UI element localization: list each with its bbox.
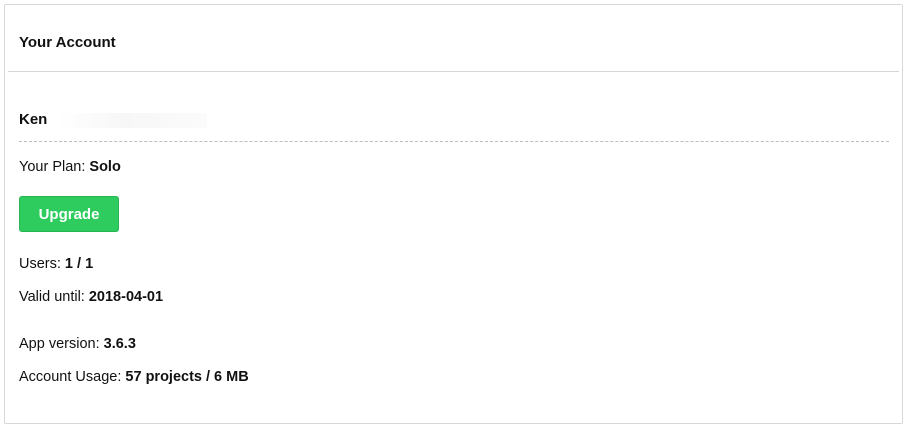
users-value: 1 / 1 bbox=[64, 256, 94, 272]
users-label: Users: bbox=[19, 256, 65, 272]
plan-label: Your Plan: bbox=[19, 159, 90, 175]
plan-value: Solo bbox=[89, 159, 121, 175]
account-panel: Your Account Ken Your Plan: Solo Upgrade… bbox=[4, 4, 903, 424]
user-divider bbox=[19, 141, 889, 142]
redacted-name-region bbox=[57, 113, 207, 128]
header-divider bbox=[8, 71, 899, 72]
app-version-label: App version: bbox=[19, 336, 104, 352]
valid-until-label: Valid until: bbox=[19, 289, 89, 305]
users-line: Users: 1 / 1 bbox=[19, 256, 93, 272]
user-row: Ken bbox=[19, 111, 889, 141]
app-version-value: 3.6.3 bbox=[103, 336, 136, 352]
account-usage-label: Account Usage: bbox=[19, 369, 126, 385]
app-version-line: App version: 3.6.3 bbox=[19, 336, 136, 352]
valid-until-value: 2018-04-01 bbox=[88, 289, 164, 305]
account-usage-line: Account Usage: 57 projects / 6 MB bbox=[19, 369, 249, 385]
panel-title: Your Account bbox=[19, 34, 116, 51]
user-name: Ken bbox=[19, 111, 48, 128]
valid-until-line: Valid until: 2018-04-01 bbox=[19, 289, 163, 305]
plan-line: Your Plan: Solo bbox=[19, 159, 121, 175]
account-usage-value: 57 projects / 6 MB bbox=[125, 369, 249, 385]
upgrade-button[interactable]: Upgrade bbox=[19, 196, 119, 232]
